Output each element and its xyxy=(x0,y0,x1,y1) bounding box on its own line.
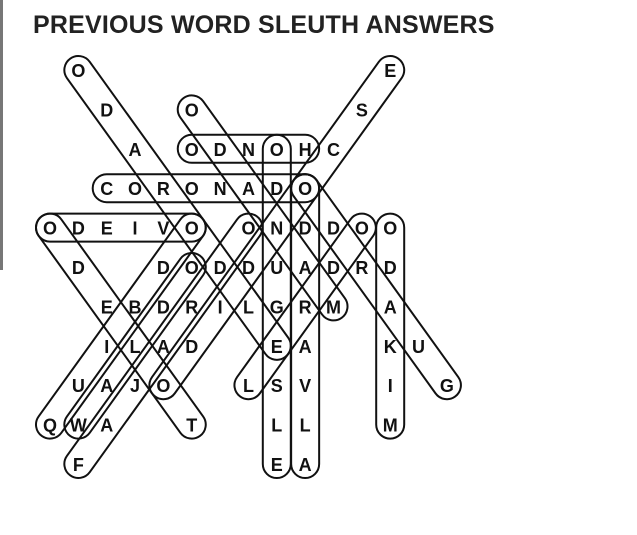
answer-loops xyxy=(34,54,462,480)
grid-letter: O xyxy=(185,258,199,278)
grid-letter: W xyxy=(70,416,87,436)
grid-letter: L xyxy=(243,297,254,317)
grid-letter: D xyxy=(185,337,198,357)
grid-letter: J xyxy=(130,376,140,396)
grid-letter: L xyxy=(130,337,141,357)
grid-letter: V xyxy=(157,219,169,239)
grid-letter: D xyxy=(72,219,85,239)
answer-loop xyxy=(290,173,462,401)
grid-letter: U xyxy=(270,258,283,278)
grid-letter: D xyxy=(327,258,340,278)
grid-letter: E xyxy=(271,337,283,357)
grid-letter: L xyxy=(243,376,254,396)
grid-letter: U xyxy=(412,337,425,357)
grid-letter: V xyxy=(299,376,311,396)
answer-loop xyxy=(63,251,207,440)
grid-letter: O xyxy=(355,219,369,239)
grid-letter: O xyxy=(185,100,199,120)
grid-letter: F xyxy=(73,455,84,475)
grid-letter: O xyxy=(156,376,170,396)
grid-letter: O xyxy=(185,219,199,239)
grid-letter: T xyxy=(186,416,197,436)
grid-letter: R xyxy=(299,297,312,317)
grid-letter: O xyxy=(185,179,199,199)
grid-letter: M xyxy=(383,416,398,436)
grid-letter: O xyxy=(383,219,397,239)
grid-letter: B xyxy=(129,297,142,317)
grid-letter: A xyxy=(129,140,142,160)
grid-letter: R xyxy=(157,179,170,199)
grid-letter: A xyxy=(100,416,113,436)
page-title: PREVIOUS WORD SLEUTH ANSWERS xyxy=(33,11,495,39)
grid-letter: S xyxy=(271,376,283,396)
grid-letter: I xyxy=(133,219,138,239)
grid-letter: E xyxy=(101,219,113,239)
grid-letter: O xyxy=(128,179,142,199)
grid-letter: I xyxy=(104,337,109,357)
answer-loop xyxy=(233,212,377,401)
answer-loop xyxy=(63,212,264,480)
grid-letter: A xyxy=(157,337,170,357)
grid-letter: D xyxy=(72,258,85,278)
grid-letter: D xyxy=(270,179,283,199)
answer-loop xyxy=(176,94,349,322)
grid-letter: Q xyxy=(43,416,57,436)
grid-letter: H xyxy=(299,140,312,160)
page-edge xyxy=(0,0,3,270)
grid-letter: D xyxy=(214,140,227,160)
grid-letter: O xyxy=(185,140,199,160)
grid-letter: N xyxy=(214,179,227,199)
grid-letter: D xyxy=(157,297,170,317)
grid-letter: C xyxy=(327,140,340,160)
grid-letter: E xyxy=(271,455,283,475)
answer-loop xyxy=(91,173,321,204)
grid-letter: A xyxy=(299,455,312,475)
grid-letter: A xyxy=(384,297,397,317)
grid-letter: S xyxy=(356,100,368,120)
grid-letter: O xyxy=(43,219,57,239)
grid-letter: U xyxy=(72,376,85,396)
answer-loop xyxy=(375,212,406,440)
grid-letter: L xyxy=(271,416,282,436)
grid-letter: A xyxy=(299,337,312,357)
grid-letter: N xyxy=(270,219,283,239)
grid-letter: R xyxy=(355,258,368,278)
grid-letter: E xyxy=(101,297,113,317)
grid-letter: D xyxy=(157,258,170,278)
grid-letter: I xyxy=(218,297,223,317)
grid-letter: D xyxy=(100,100,113,120)
grid-letter: A xyxy=(100,376,113,396)
grid-letter: O xyxy=(241,219,255,239)
grid-letter: N xyxy=(242,140,255,160)
grid-letter: D xyxy=(327,219,340,239)
grid-letter: O xyxy=(71,61,85,81)
grid-letter: G xyxy=(270,297,284,317)
grid-letter: D xyxy=(242,258,255,278)
answer-loop xyxy=(34,212,207,440)
grid-letter: D xyxy=(214,258,227,278)
grid-letter: D xyxy=(299,219,312,239)
grid-letter: K xyxy=(384,337,397,357)
grid-letter: C xyxy=(100,179,113,199)
grid-letter: D xyxy=(384,258,397,278)
grid-letter: I xyxy=(388,376,393,396)
grid-letter: A xyxy=(242,179,255,199)
grid-letter: A xyxy=(299,258,312,278)
answer-loop xyxy=(35,212,207,440)
grid-letter: G xyxy=(440,376,454,396)
grid-letter: O xyxy=(298,179,312,199)
grid-letter: E xyxy=(384,61,396,81)
answer-loop xyxy=(35,212,207,243)
answer-loop xyxy=(63,54,292,361)
grid-letter: M xyxy=(326,297,341,317)
grid-letter: O xyxy=(270,140,284,160)
grid-letter: L xyxy=(300,416,311,436)
grid-letter: R xyxy=(185,297,198,317)
